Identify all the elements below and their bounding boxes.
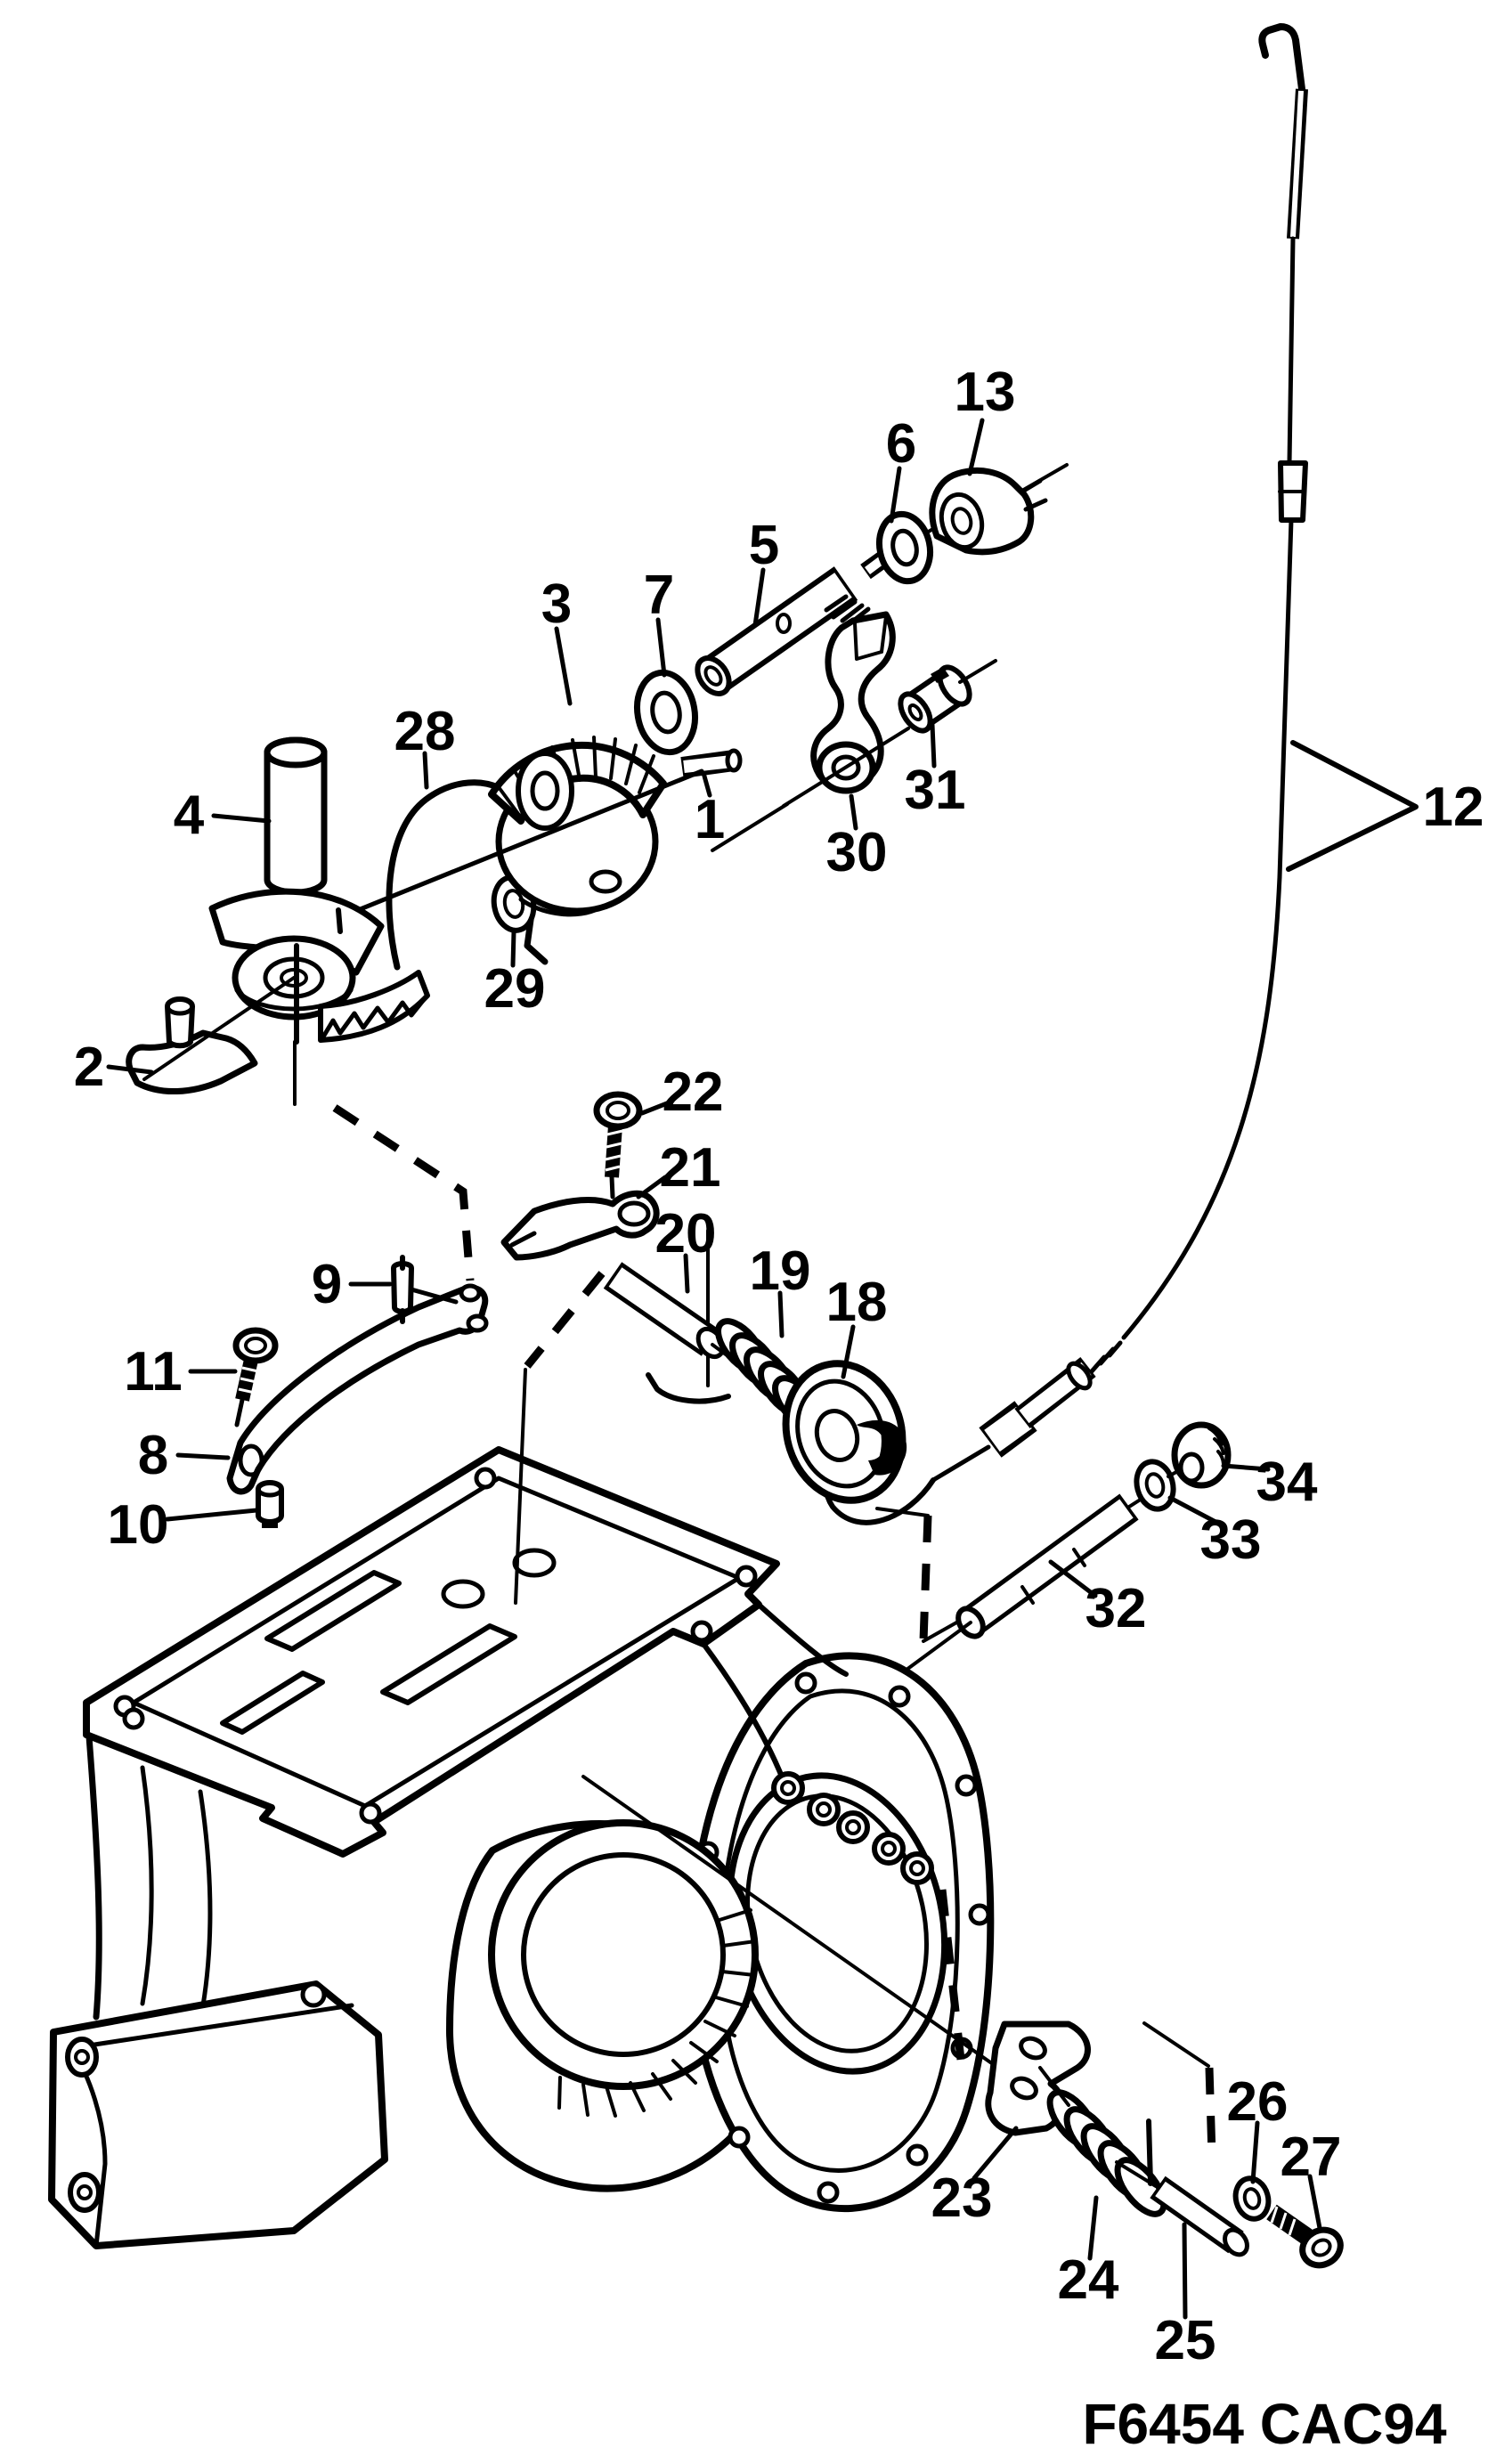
flange-link-ears — [771, 1771, 934, 1885]
callout-33: 33 — [1200, 1509, 1262, 1571]
part-33-washer — [1134, 1459, 1186, 1512]
callout-27: 27 — [1281, 2127, 1342, 2188]
callout-19: 19 — [750, 1240, 811, 1302]
callout-23: 23 — [931, 2167, 993, 2229]
callout-3: 3 — [541, 573, 572, 635]
part-18-cable-pulley — [782, 1360, 907, 1504]
part-34-plug — [1171, 1421, 1232, 1489]
callout-9: 9 — [312, 1254, 342, 1315]
part-24-spring — [1038, 2066, 1167, 2217]
part-31-bushing — [898, 659, 997, 734]
callout-22: 22 — [663, 1061, 724, 1123]
part-11-screw — [232, 1327, 279, 1427]
part-30-link — [711, 611, 910, 852]
part-20-pin — [603, 1262, 741, 1366]
leader-lines — [106, 418, 1419, 2320]
part-4-pin — [264, 736, 328, 948]
part-9-pin — [391, 1255, 414, 1324]
callout-4: 4 — [174, 785, 205, 846]
callout-32: 32 — [1085, 1578, 1147, 1639]
part-3-sector-gear — [488, 736, 667, 917]
callout-34: 34 — [1256, 1452, 1318, 1513]
part-6-washer — [875, 510, 934, 585]
bore-hatching — [557, 1908, 757, 2118]
selector-cable — [822, 23, 1308, 1525]
callout-30: 30 — [826, 822, 888, 883]
gearbox-housing — [48, 1446, 1012, 2249]
callout-6: 6 — [886, 413, 916, 475]
callout-7: 7 — [644, 565, 674, 626]
callout-2: 2 — [74, 1037, 104, 1098]
callout-28: 28 — [394, 701, 456, 762]
callout-5: 5 — [749, 515, 779, 576]
part-8-bracket — [226, 1283, 489, 1495]
callout-20: 20 — [655, 1203, 717, 1265]
part-13-knob — [929, 463, 1069, 556]
callout-8: 8 — [138, 1425, 168, 1486]
part-27-screw — [1266, 2204, 1344, 2269]
callout-1: 1 — [695, 789, 725, 850]
callout-31: 31 — [905, 760, 966, 821]
callout-26: 26 — [1227, 2071, 1289, 2133]
part-5-shaft — [695, 522, 944, 696]
part-7-washer — [634, 669, 698, 756]
callout-10: 10 — [108, 1494, 169, 1556]
callout-12: 12 — [1423, 777, 1484, 838]
part-22-screw — [593, 1091, 643, 1199]
part-25-pin — [1115, 2160, 1249, 2257]
callout-13: 13 — [955, 362, 1016, 423]
callout-29: 29 — [484, 958, 546, 1020]
callout-labels: 1 2 3 4 5 6 7 8 9 10 11 12 13 18 19 20 2… — [74, 362, 1484, 2371]
callout-25: 25 — [1155, 2310, 1216, 2371]
part-21-link — [500, 1190, 660, 1261]
part-1-pin — [680, 748, 743, 778]
callout-21: 21 — [660, 1137, 721, 1199]
callout-11: 11 — [124, 1341, 183, 1403]
callout-18: 18 — [826, 1272, 888, 1333]
part-10-bushing — [256, 1480, 284, 1528]
part-26-washer — [1232, 2175, 1272, 2222]
reference-lines — [293, 1040, 1216, 2156]
callout-24: 24 — [1058, 2249, 1119, 2311]
part-32-rod — [905, 1492, 1150, 1671]
figure-code: F6454 CAC94 — [1082, 2392, 1447, 2456]
cam-and-lever-2 — [126, 888, 430, 1095]
